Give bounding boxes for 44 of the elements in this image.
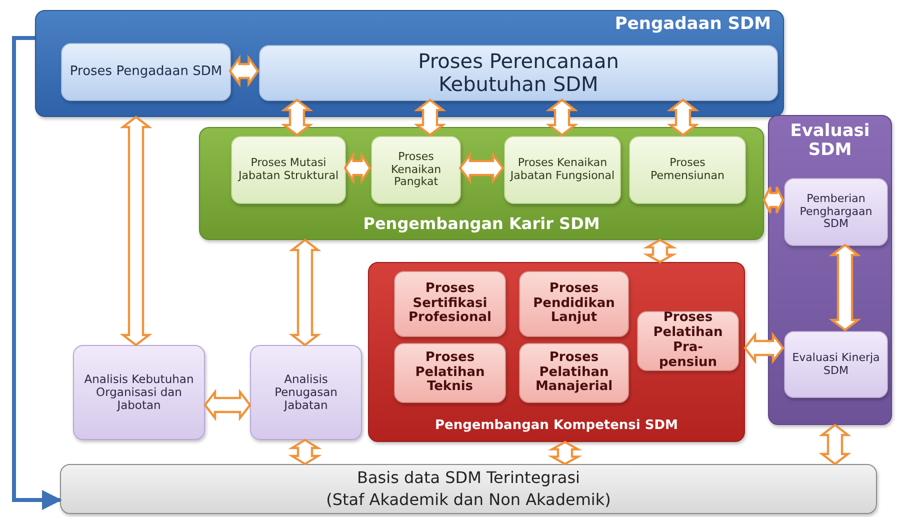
double-arrow [120,116,152,346]
process-box: Pemberian Penghargaan SDM [784,178,888,246]
process-box: Proses Pendidikan Lanjut [519,271,629,337]
double-arrow [828,244,862,332]
double-arrow [228,54,260,88]
double-arrow [642,238,678,264]
box-text: (Staf Akademik dan Non Akademik) [326,489,611,511]
double-arrow [280,98,314,136]
double-arrow [204,388,252,422]
group-panel [35,10,784,117]
database-box [60,464,877,514]
arrow [12,36,62,510]
double-arrow [546,98,578,136]
box-text: Basis data SDM Terintegrasi [357,467,580,489]
group-heading: Evaluasi SDM [790,122,870,160]
double-arrow [414,98,446,136]
group-panel [768,115,892,425]
process-box: Analisis Penugasan Jabatan [250,345,362,440]
group-heading: Pengadaan SDM [614,15,771,34]
process-box: Proses Pengadaan SDM [61,43,231,101]
double-arrow [744,332,784,364]
group-panel [368,262,745,442]
double-arrow [458,152,504,184]
double-arrow [818,424,852,466]
process-box: Evaluasi Kinerja SDM [784,331,888,398]
process-box: Proses Kenaikan Pangkat [371,136,461,204]
process-box: Proses Pelatihan Manajerial [519,343,629,403]
process-box: Proses Pemensiunan [629,136,746,204]
process-box: Proses Mutasi Jabatan Struktural [231,136,346,204]
process-box: Proses Pelatihan Teknis [394,343,506,403]
double-arrow [288,438,322,466]
double-arrow [344,151,372,185]
group-heading: Pengembangan Kompetensi SDM [434,418,679,433]
double-arrow [666,98,700,136]
process-box: Analisis Kebutuhan Organisasi dan Jabotan [73,345,205,440]
double-arrow [762,186,784,214]
group-panel [199,127,764,240]
double-arrow [548,440,582,466]
process-box: Proses Perencanaan Kebutuhan SDM [259,45,778,101]
process-box: Proses Kenaikan Jabatan Fungsional [504,136,621,204]
double-arrow [288,238,322,346]
group-heading: Pengembangan Karir SDM [362,215,601,233]
process-box: Proses Pelatihan Pra-pensiun [637,311,739,371]
process-box: Proses Sertifikasi Profesional [394,271,506,337]
